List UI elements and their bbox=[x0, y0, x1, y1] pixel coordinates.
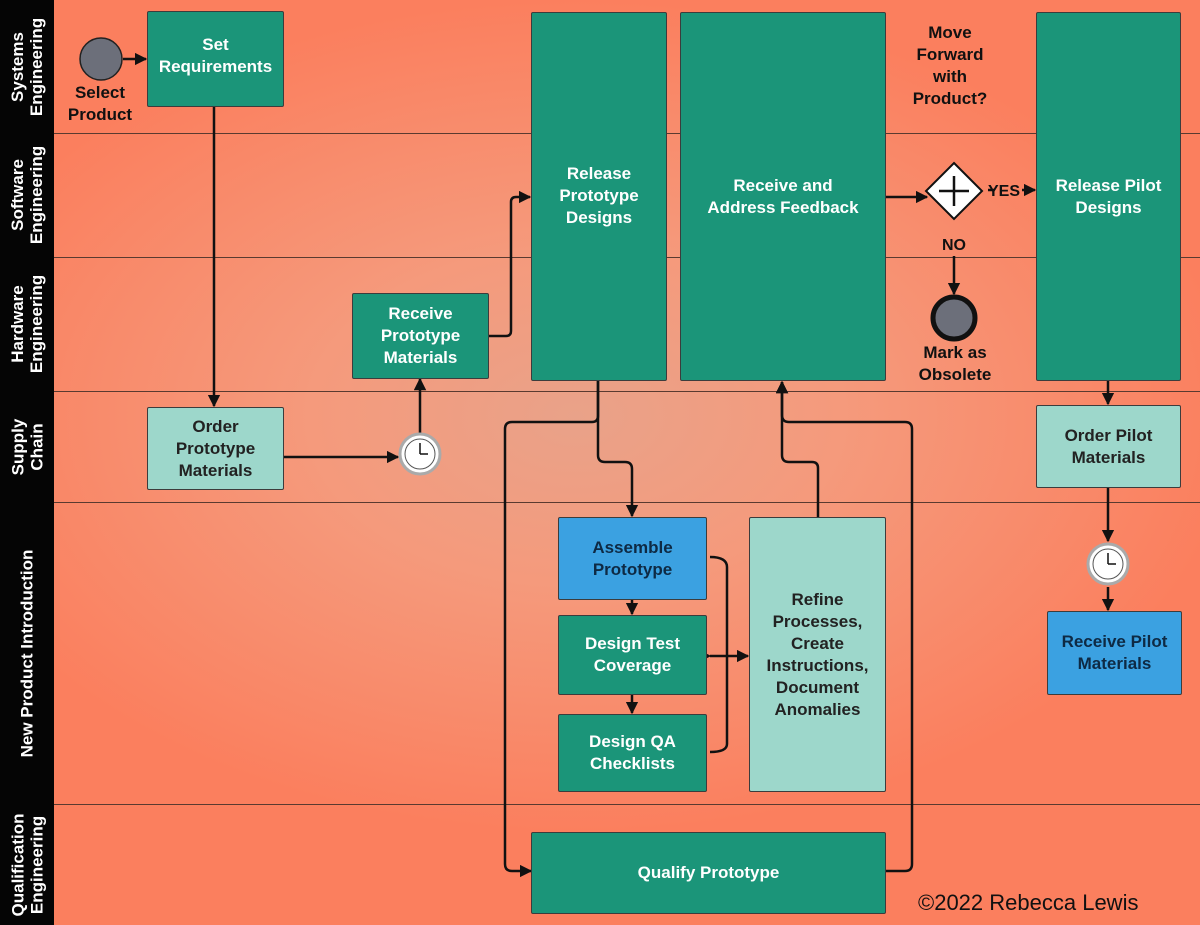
gateway-yes-label: YES bbox=[987, 183, 1020, 200]
lane-divider bbox=[54, 391, 1200, 392]
task-receive-pilot-materials[interactable]: Receive Pilot Materials bbox=[1047, 611, 1182, 695]
task-release-prototype-designs[interactable]: Release Prototype Designs bbox=[531, 12, 667, 381]
task-label: Design QA Checklists bbox=[589, 732, 676, 773]
task-label: Receive Pilot Materials bbox=[1061, 632, 1168, 673]
flow-bracket-npi bbox=[709, 555, 729, 754]
task-label: Qualify Prototype bbox=[637, 863, 780, 882]
timer-event-prototype bbox=[398, 432, 442, 476]
task-label: Assemble Prototype bbox=[592, 537, 673, 579]
lane-divider bbox=[54, 502, 1200, 503]
lane-header-column bbox=[0, 0, 54, 925]
copyright-notice: ©2022 Rebecca Lewis bbox=[918, 890, 1139, 915]
end-event-label: Mark as Obsolete bbox=[918, 343, 992, 384]
task-label: Release Pilot Designs bbox=[1055, 176, 1162, 217]
lane-divider bbox=[54, 804, 1200, 805]
task-label: Order Pilot Materials bbox=[1064, 425, 1153, 467]
task-label: Design Test Coverage bbox=[584, 634, 681, 675]
flow-receive-materials-to-release-designs bbox=[489, 190, 532, 338]
task-order-prototype-materials[interactable]: Order Prototype Materials bbox=[147, 407, 284, 490]
task-assemble-prototype[interactable]: Assemble Prototype bbox=[558, 517, 707, 600]
gateway-question: Move Forward with Product? bbox=[912, 23, 988, 108]
flow-refine-to-feedback bbox=[775, 380, 820, 517]
task-design-test-coverage[interactable]: Design Test Coverage bbox=[558, 615, 707, 695]
flow-qualify-to-feedback bbox=[775, 380, 914, 873]
task-design-qa-checklists[interactable]: Design QA Checklists bbox=[558, 714, 707, 792]
start-event-label: Select Product bbox=[67, 83, 133, 124]
end-event-circle bbox=[930, 294, 978, 342]
flow-release-designs-to-qualify bbox=[503, 381, 600, 878]
task-qualify-prototype[interactable]: Qualify Prototype bbox=[531, 832, 886, 914]
start-event-circle bbox=[79, 37, 123, 81]
gateway-diamond bbox=[924, 161, 984, 221]
task-label: Receive and Address Feedback bbox=[707, 176, 859, 217]
task-label: Order Prototype Materials bbox=[175, 416, 256, 480]
task-release-pilot-designs[interactable]: Release Pilot Designs bbox=[1036, 12, 1181, 381]
task-label: Set Requirements bbox=[158, 35, 273, 76]
task-refine-processes[interactable]: Refine Processes, Create Instructions, D… bbox=[749, 517, 886, 792]
task-receive-prototype-materials[interactable]: Receive Prototype Materials bbox=[352, 293, 489, 379]
task-label: Release Prototype Designs bbox=[559, 164, 639, 227]
task-label: Receive Prototype Materials bbox=[380, 304, 461, 367]
gateway-no-label: NO bbox=[942, 237, 966, 254]
task-order-pilot-materials[interactable]: Order Pilot Materials bbox=[1036, 405, 1181, 488]
task-label: Refine Processes, Create Instructions, D… bbox=[766, 589, 869, 719]
timer-event-pilot bbox=[1086, 542, 1130, 586]
flow-release-designs-to-assemble bbox=[596, 381, 639, 518]
task-set-requirements[interactable]: Set Requirements bbox=[147, 11, 284, 107]
task-receive-and-address-feedback[interactable]: Receive and Address Feedback bbox=[680, 12, 886, 381]
